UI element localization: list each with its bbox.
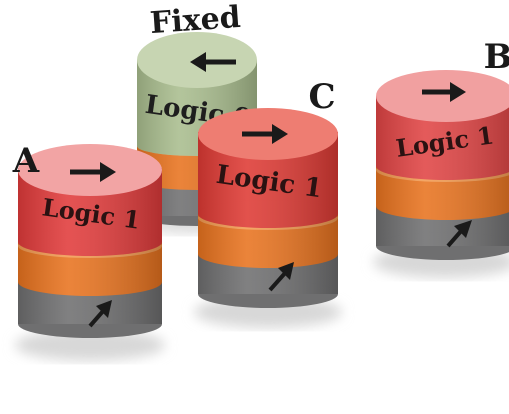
pillar-a: Logic 1	[15, 144, 165, 361]
up-right-arrow-icon	[446, 220, 472, 248]
right-arrow-icon	[422, 82, 466, 102]
label-fixed: Fixed	[149, 0, 242, 41]
pillar-b: Logic 1	[373, 70, 509, 278]
right-arrow-icon	[70, 162, 116, 182]
up-right-arrow-icon	[268, 262, 294, 292]
up-right-arrow-icon	[88, 300, 112, 328]
label-b: B	[484, 37, 509, 77]
pillar-top	[376, 70, 509, 122]
pillar-c: Logic 1	[194, 108, 342, 328]
label-a: A	[12, 141, 40, 181]
label-c: C	[308, 77, 335, 117]
left-arrow-icon	[190, 52, 236, 72]
right-arrow-icon	[242, 124, 288, 144]
pillar-shadow	[15, 329, 165, 361]
